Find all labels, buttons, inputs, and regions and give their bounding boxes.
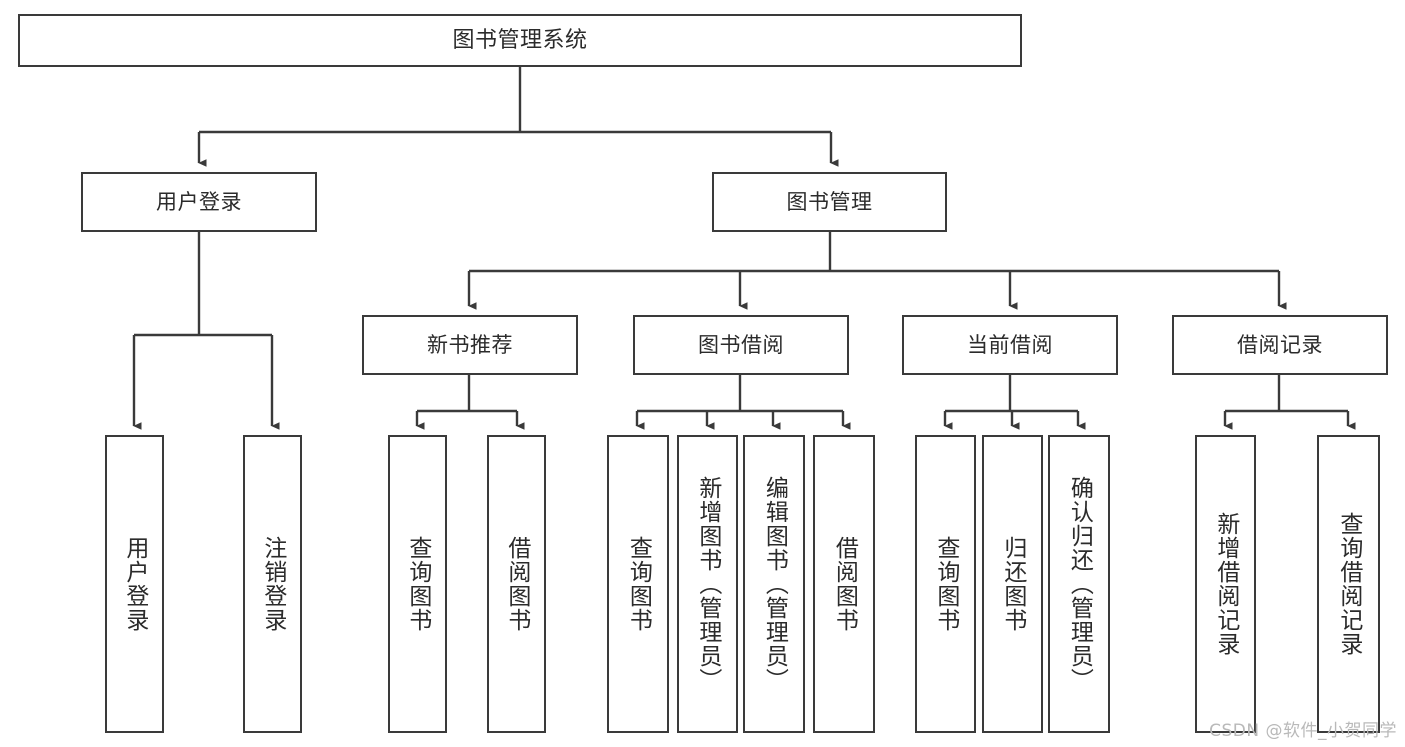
csdn-watermark: CSDN @软件_小贺同学 (1209, 721, 1397, 741)
node-book-borrow-label: 图书借阅 (698, 332, 784, 357)
node-leaf-borrow-book-label: 借阅图书 (831, 536, 858, 632)
node-user-login[interactable]: 用户登录 (81, 172, 317, 232)
node-book-manage-label: 图书管理 (786, 189, 873, 214)
node-book-manage[interactable]: 图书管理 (712, 172, 947, 232)
node-new-book-rec-label: 新书推荐 (427, 332, 513, 357)
node-leaf-query-borrow-record[interactable]: 查询借阅记录 (1317, 435, 1380, 733)
node-user-login-label: 用户登录 (156, 189, 242, 214)
node-leaf-confirm-return-admin-label: 确认归还（管理员） (1066, 476, 1093, 692)
node-current-borrow-label: 当前借阅 (967, 332, 1053, 357)
node-leaf-user-logout-label: 注销登录 (259, 536, 286, 632)
node-leaf-confirm-return-admin[interactable]: 确认归还（管理员） (1048, 435, 1110, 733)
node-leaf-query-book-borrow-label: 查询图书 (625, 536, 652, 632)
node-current-borrow[interactable]: 当前借阅 (902, 315, 1118, 375)
node-leaf-borrow-book-rec-label: 借阅图书 (503, 536, 530, 632)
node-leaf-query-book-rec[interactable]: 查询图书 (388, 435, 447, 733)
node-leaf-return-book[interactable]: 归还图书 (982, 435, 1043, 733)
node-borrow-record-label: 借阅记录 (1237, 332, 1323, 357)
node-leaf-add-book-admin[interactable]: 新增图书（管理员） (677, 435, 738, 733)
node-leaf-query-book-rec-label: 查询图书 (404, 536, 431, 632)
node-new-book-rec[interactable]: 新书推荐 (362, 315, 578, 375)
node-leaf-add-borrow-record[interactable]: 新增借阅记录 (1195, 435, 1256, 733)
node-leaf-query-borrow-record-label: 查询借阅记录 (1335, 512, 1362, 656)
node-leaf-edit-book-admin-label: 编辑图书（管理员） (761, 476, 788, 692)
node-leaf-user-login[interactable]: 用户登录 (105, 435, 164, 733)
node-leaf-query-book-current[interactable]: 查询图书 (915, 435, 976, 733)
node-root[interactable]: 图书管理系统 (18, 14, 1022, 67)
node-leaf-return-book-label: 归还图书 (999, 536, 1026, 632)
node-book-borrow[interactable]: 图书借阅 (633, 315, 849, 375)
node-borrow-record[interactable]: 借阅记录 (1172, 315, 1388, 375)
node-leaf-query-book-current-label: 查询图书 (932, 536, 959, 632)
node-leaf-add-book-admin-label: 新增图书（管理员） (694, 476, 721, 692)
node-leaf-borrow-book[interactable]: 借阅图书 (813, 435, 875, 733)
node-leaf-query-book-borrow[interactable]: 查询图书 (607, 435, 669, 733)
node-root-label: 图书管理系统 (452, 27, 588, 53)
node-leaf-edit-book-admin[interactable]: 编辑图书（管理员） (743, 435, 805, 733)
node-leaf-add-borrow-record-label: 新增借阅记录 (1212, 512, 1239, 656)
node-leaf-user-logout[interactable]: 注销登录 (243, 435, 302, 733)
node-leaf-user-login-label: 用户登录 (121, 536, 148, 632)
node-leaf-borrow-book-rec[interactable]: 借阅图书 (487, 435, 546, 733)
